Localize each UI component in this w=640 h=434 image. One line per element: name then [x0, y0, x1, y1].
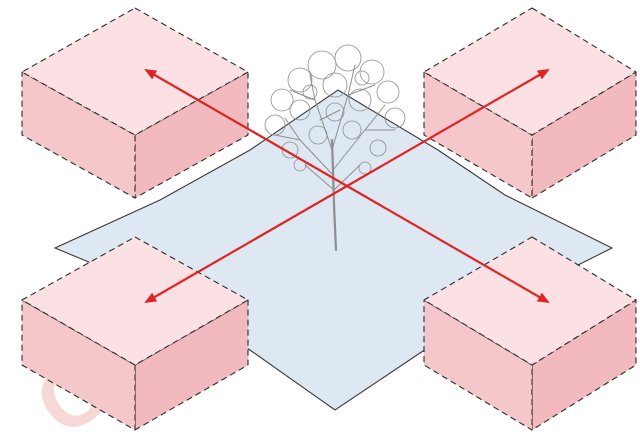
block-top-left-left-face	[21, 71, 136, 199]
block-bottom-left-left-face	[21, 299, 136, 431]
block-bottom-right-left-face	[423, 299, 533, 431]
block-bottom-left-right-face	[134, 299, 249, 431]
double-arrow-icon-ne-sw	[144, 69, 550, 303]
